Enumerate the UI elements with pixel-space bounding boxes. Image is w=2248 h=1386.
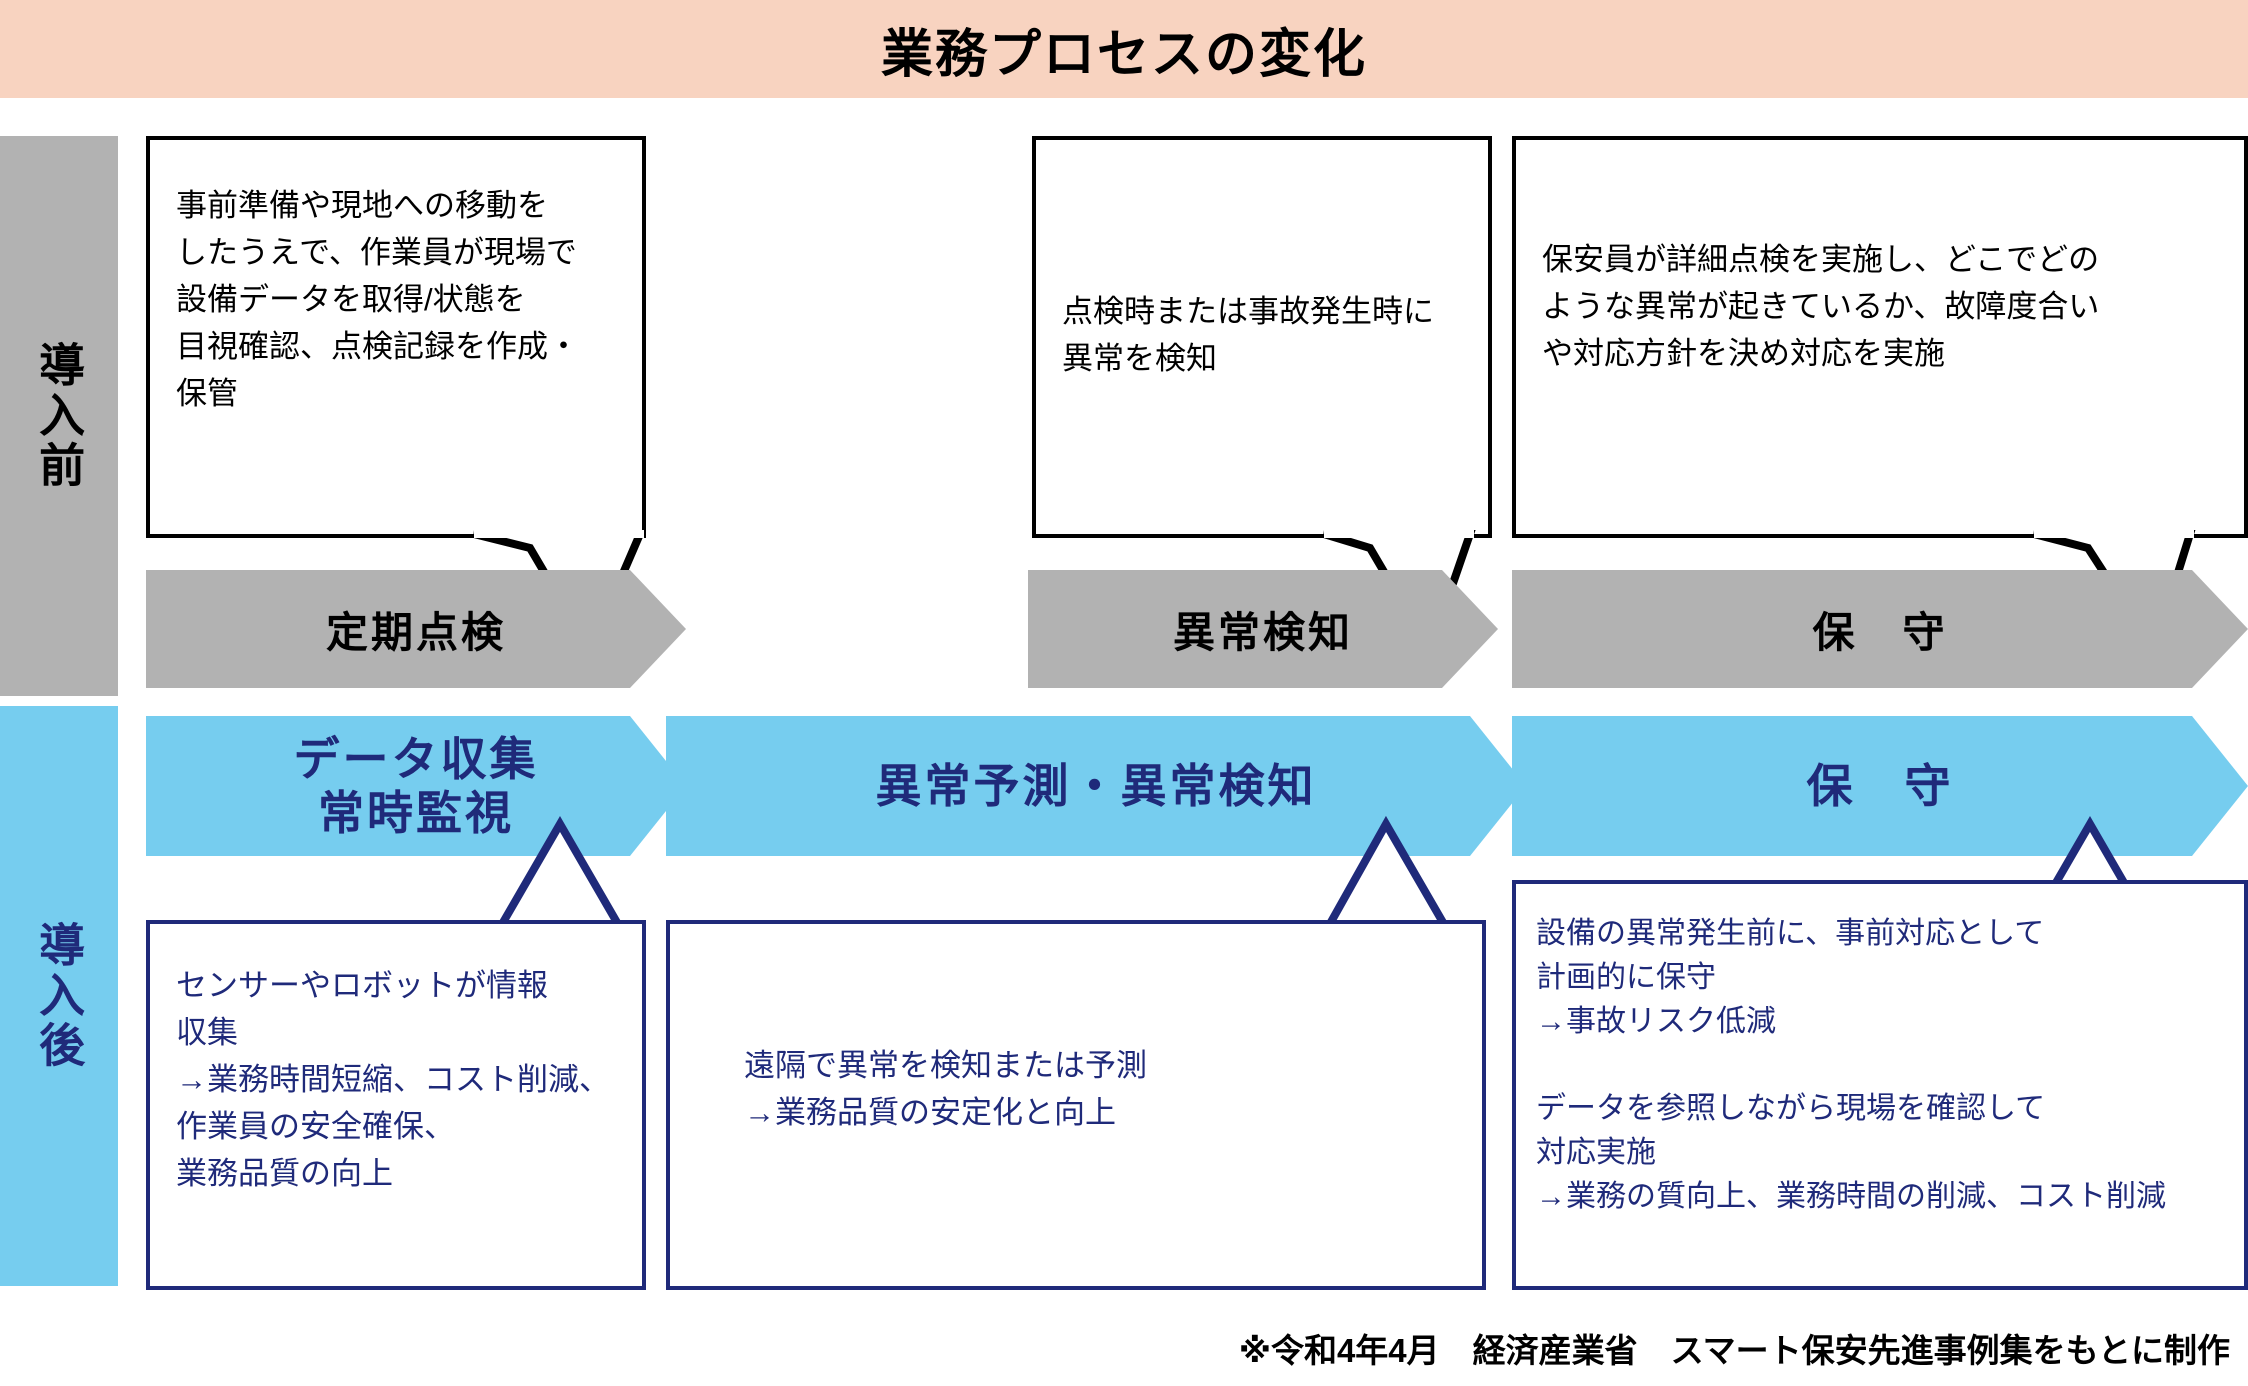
step-after-anomaly-prediction[interactable]: 異常予測・異常検知 bbox=[666, 716, 1526, 856]
step-before-anomaly-detection[interactable]: 異常検知 bbox=[1028, 570, 1498, 688]
rail-before-label: 導入前 bbox=[33, 341, 86, 491]
callout-after-3: 設備の異常発生前に、事前対応として 計画的に保守 →事故リスク低減 データを参照… bbox=[1512, 880, 2248, 1290]
step-after-2-label: 異常予測・異常検知 bbox=[875, 759, 1317, 812]
source-credit: ※令和4年4月 経済産業省 スマート保安先進事例集をもとに制作 bbox=[1238, 1332, 2230, 1369]
step-before-1-label: 定期点検 bbox=[325, 608, 506, 656]
step-before-2-label: 異常検知 bbox=[1172, 608, 1353, 656]
callout-after-2: 遠隔で異常を検知または予測 →業務品質の安定化と向上 bbox=[666, 920, 1486, 1290]
step-after-1-label: データ収集 常時監視 bbox=[293, 732, 539, 839]
step-after-data-collection[interactable]: データ収集 常時監視 bbox=[146, 716, 686, 856]
step-before-periodic-inspection[interactable]: 定期点検 bbox=[146, 570, 686, 688]
callout-before-2: 点検時または事故発生時に 異常を検知 bbox=[1032, 136, 1492, 538]
step-after-maintenance[interactable]: 保 守 bbox=[1512, 716, 2248, 856]
callout-before-1: 事前準備や現地への移動を したうえで、作業員が現場で 設備データを取得/状態を … bbox=[146, 136, 646, 538]
callout-before-3: 保安員が詳細点検を実施し、どこでどの ような異常が起きているか、故障度合い や対… bbox=[1512, 136, 2248, 538]
step-before-maintenance[interactable]: 保 守 bbox=[1512, 570, 2248, 688]
rail-before-introduction: 導入前 bbox=[0, 136, 118, 696]
step-after-3-label: 保 守 bbox=[1806, 759, 1954, 812]
callout-after-3-text: 設備の異常発生前に、事前対応として 計画的に保守 →事故リスク低減 データを参照… bbox=[1536, 917, 2166, 1213]
rail-after-introduction: 導入後 bbox=[0, 706, 118, 1286]
title-banner: 業務プロセスの変化 bbox=[0, 0, 2248, 98]
callout-after-2-text: 遠隔で異常を検知または予測 →業務品質の安定化と向上 bbox=[744, 1048, 1147, 1131]
step-before-3-label: 保 守 bbox=[1812, 608, 1948, 656]
callout-before-2-text: 点検時または事故発生時に 異常を検知 bbox=[1062, 294, 1434, 377]
callout-after-1: センサーやロボットが情報 収集 →業務時間短縮、コスト削減、 作業員の安全確保、… bbox=[146, 920, 646, 1290]
page-title: 業務プロセスの変化 bbox=[880, 25, 1367, 84]
callout-before-1-text: 事前準備や現地への移動を したうえで、作業員が現場で 設備データを取得/状態を … bbox=[176, 188, 579, 412]
callout-after-1-text: センサーやロボットが情報 収集 →業務時間短縮、コスト削減、 作業員の安全確保、… bbox=[176, 968, 610, 1192]
callout-before-3-text: 保安員が詳細点検を実施し、どこでどの ような異常が起きているか、故障度合い や対… bbox=[1542, 242, 2100, 372]
rail-after-label: 導入後 bbox=[33, 921, 86, 1071]
